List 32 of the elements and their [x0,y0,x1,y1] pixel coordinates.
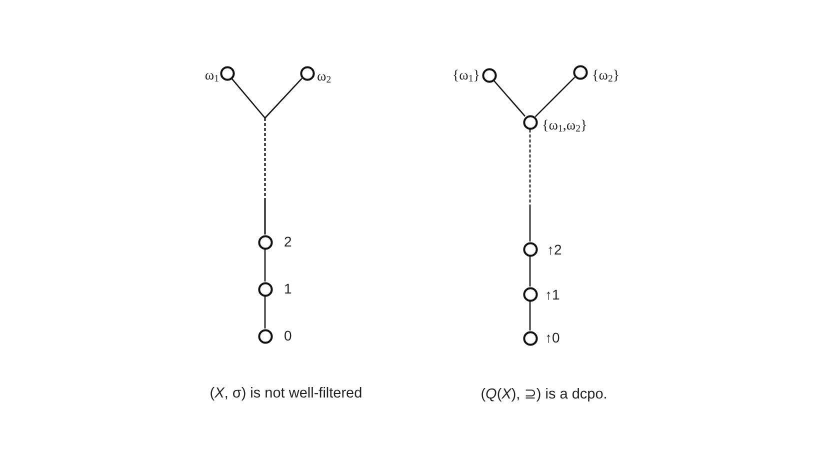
node-label: 2 [284,234,292,250]
node-label: {ω$_{2}$} [592,68,620,84]
node-label: {ω$_{1}$,ω$_{2}$} [542,118,588,134]
node-label: 0 [284,328,292,344]
circle-node [300,66,314,80]
node-label: ω$_{1}$ [204,68,219,84]
circle-node [258,328,272,344]
circle-node [522,114,538,130]
circle-node [522,286,538,302]
circle-node [482,68,496,82]
connector-line [534,76,576,118]
connector-line [493,80,526,117]
statement-label: (X, σ) is not well-filtered [210,385,362,403]
connector-line [529,130,531,242]
node-label: ↑2 [547,242,562,258]
connector-line [264,78,302,234]
connector-line [264,296,266,328]
node-label: ω$_{2}$ [317,69,332,85]
circle-node [522,330,538,346]
circle-node [572,64,588,80]
connector-line [529,256,531,286]
statement-label: (Q(X), ⊇) is a dcpo. [480,386,608,404]
connector-line [529,302,531,330]
circle-node [258,282,272,296]
connector-line [264,250,266,282]
node-label: ↑1 [545,287,560,303]
circle-node [258,234,272,250]
node-label: 1 [284,281,292,297]
node-label: ↑0 [545,330,560,346]
circle-node [522,242,538,256]
node-label: {ω$_{1}$} [452,68,480,84]
circle-node [220,66,234,80]
